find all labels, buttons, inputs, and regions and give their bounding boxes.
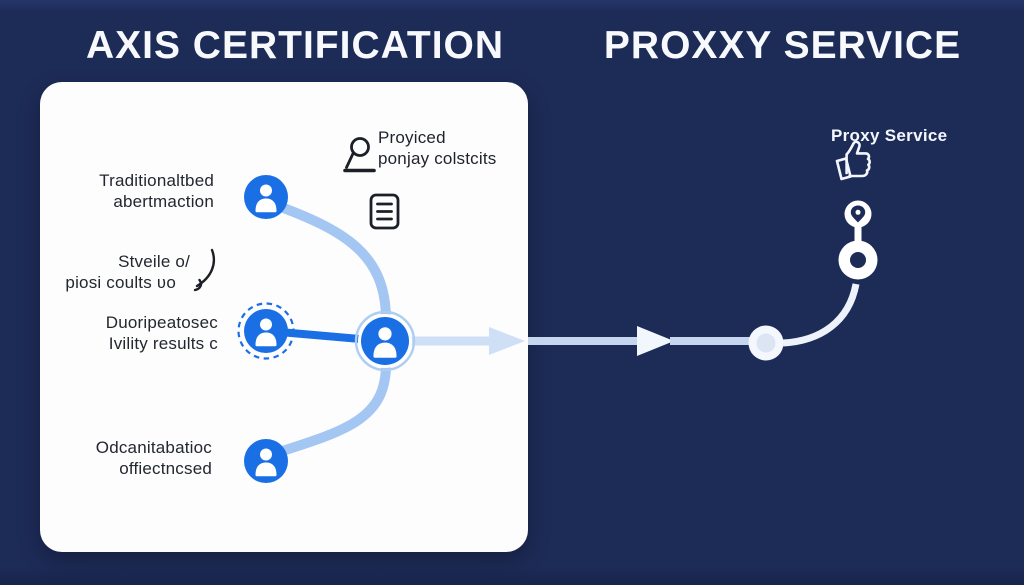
curve-top-connector xyxy=(268,198,391,321)
thumbs-up-icon xyxy=(835,140,871,181)
certification-card xyxy=(40,82,528,552)
label-traditional: Traditionaltbed abertmaction xyxy=(58,170,214,212)
left-section-title: AXIS CERTIFICATION xyxy=(85,24,505,67)
route-stem xyxy=(854,225,862,241)
label-line: piosi coults ʋo xyxy=(65,273,176,292)
label-line: offiectncsed xyxy=(119,459,212,478)
note-line: Proyiced xyxy=(378,128,446,147)
document-icon xyxy=(369,193,400,230)
label-stveile-line1: Stveile o/ xyxy=(62,251,190,272)
location-pin-icon xyxy=(844,200,872,228)
label-organization: Odcanitabatioc offiectncsed xyxy=(54,437,212,479)
label-line: Traditionaltbed xyxy=(99,171,214,190)
label-line: Stveile o/ xyxy=(118,252,190,271)
proxy-service-label: Proxy Service xyxy=(831,126,948,145)
label-duplicate: Duoripeatosec Ivility results c xyxy=(58,312,218,354)
label-line: abertmaction xyxy=(113,192,214,211)
label-line: Duoripeatosec xyxy=(105,313,218,332)
label-line: Odcanitabatioc xyxy=(95,438,212,457)
proxied-note: Proyiced ponjay colstcits xyxy=(378,127,518,169)
route-curve xyxy=(782,283,860,347)
swoosh-decoration xyxy=(193,248,216,292)
dashed-ring xyxy=(237,302,295,360)
proxied-person-icon xyxy=(343,137,376,173)
label-line: Ivility results c xyxy=(108,334,218,353)
route-node-center xyxy=(756,333,776,353)
person-node-center xyxy=(354,310,416,372)
flow-arrowhead-2 xyxy=(637,326,674,356)
person-node-bottom xyxy=(244,439,288,483)
label-stveile-line2: piosi coults ʋo xyxy=(36,272,176,293)
note-line: ponjay colstcits xyxy=(378,149,497,168)
person-node-middle xyxy=(237,302,295,360)
flow-arrowhead-1 xyxy=(489,327,525,355)
route-donut-hole xyxy=(850,252,866,268)
person-node-top xyxy=(244,175,288,219)
right-section-title: PROXXY SERVICE xyxy=(603,24,962,67)
curve-bottom-connector xyxy=(268,363,391,460)
